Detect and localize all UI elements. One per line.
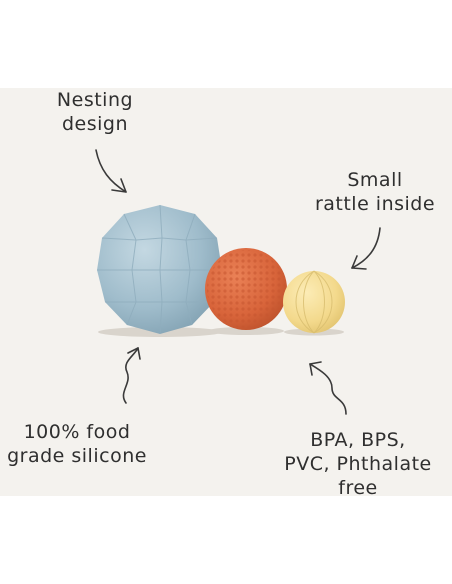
label-line: 100% food [23, 421, 131, 443]
orange-ball [205, 248, 287, 330]
label-line: BPA, BPS, [310, 429, 406, 451]
arrow-nesting-icon [95, 149, 127, 193]
label-line: Nesting [56, 89, 134, 111]
label-line: PVC, Phthalate [284, 453, 432, 475]
arrow-bpa-icon [309, 361, 347, 415]
nesting-design-label: Nesting design [40, 88, 150, 136]
label-line: free [338, 477, 378, 499]
bpa-free-label: BPA, BPS, PVC, Phthalate free [268, 428, 448, 500]
food-grade-silicone-label: 100% food grade silicone [0, 420, 154, 468]
label-line: grade silicone [7, 445, 147, 467]
blue-ball [97, 204, 222, 335]
label-line: design [61, 113, 129, 135]
label-line: rattle inside [314, 193, 436, 215]
arrow-rattle-icon [351, 227, 381, 270]
rattle-inside-label: Small rattle inside [300, 168, 450, 216]
yellow-ball [283, 270, 345, 334]
orange-ball-shadow [208, 327, 284, 335]
arrow-silicone-icon [122, 347, 141, 404]
label-line: Small [347, 169, 403, 191]
